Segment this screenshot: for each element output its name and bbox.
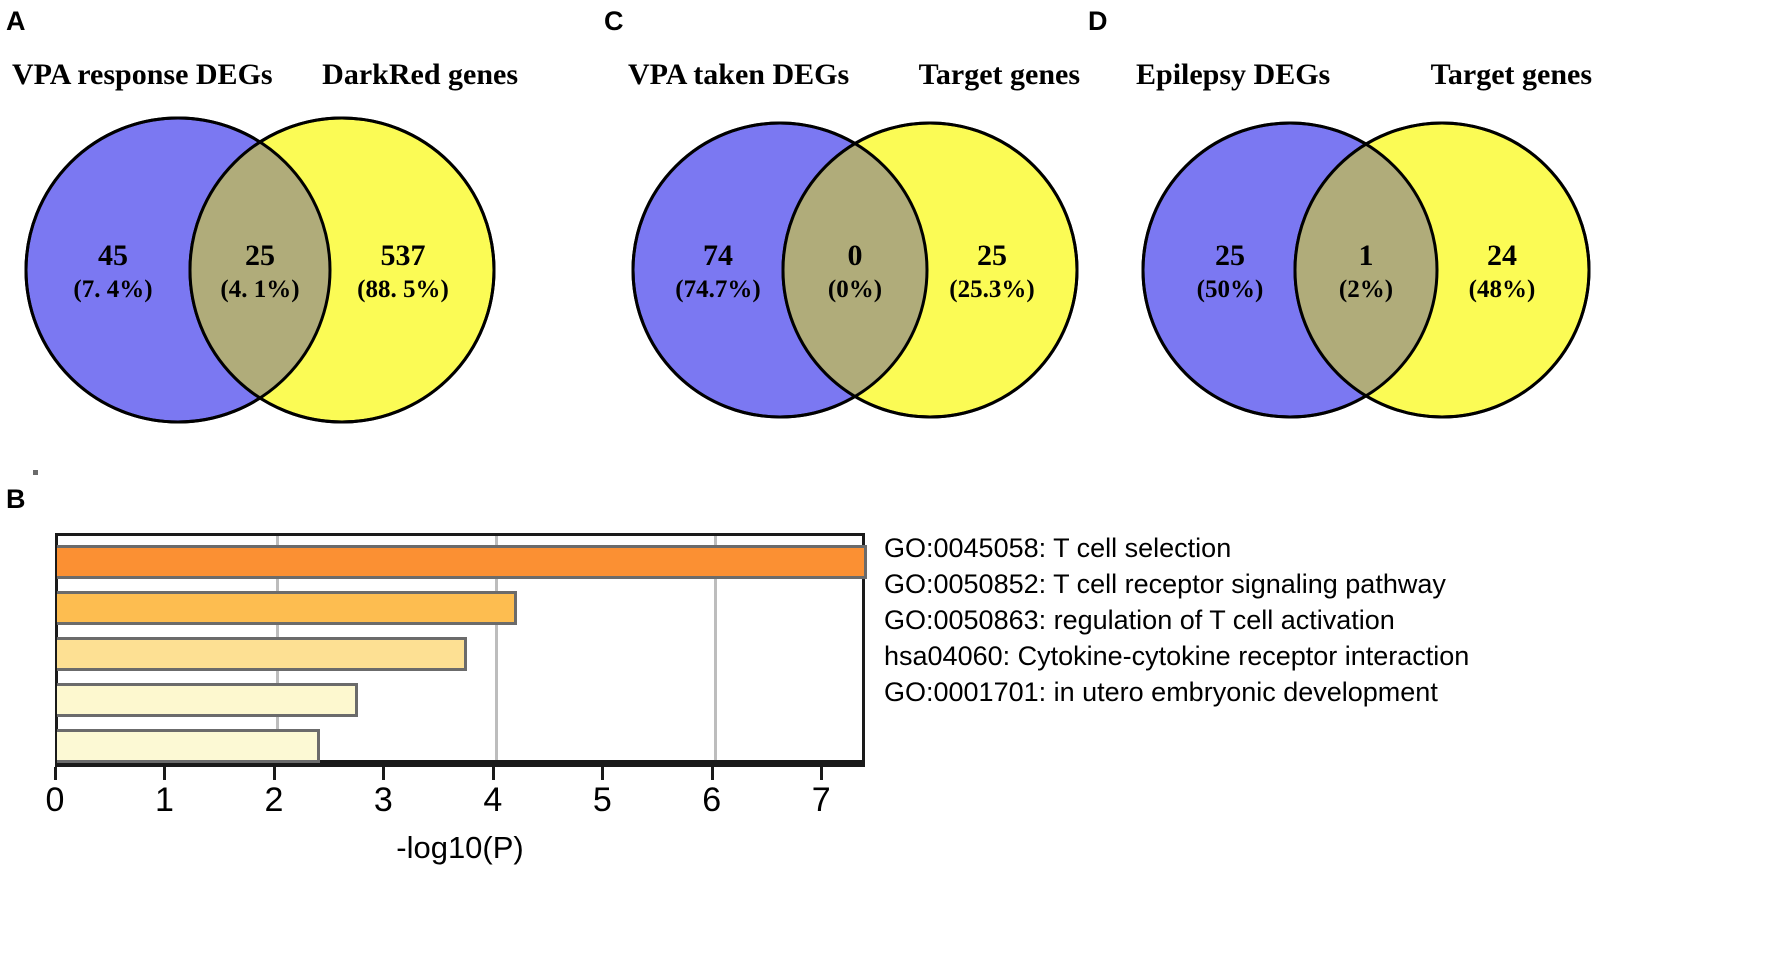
x-tick-label-5: 5 [592,781,612,819]
panel-d-left-count: 25 [1215,239,1245,272]
bar-row [57,545,867,579]
x-tick-label-7: 7 [811,781,831,819]
panel-c-left-pct: (74.7%) [675,276,760,303]
x-tick-5 [601,767,605,780]
x-tick-6 [710,767,714,780]
panel-d: D Epilepsy DEGs Target genes 25 (50%) 1 … [1088,0,1600,460]
bar-chart-plot-area [55,533,867,763]
x-tick-label-6: 6 [702,781,722,819]
panel-d-left-pct: (50%) [1197,276,1264,303]
panel-a-left-count: 45 [98,239,128,272]
x-tick-4 [491,767,495,780]
panel-c-right-outline [781,121,1079,419]
x-tick-7 [820,767,824,780]
panel-d-left-outline [1141,121,1439,419]
panel-a-venn-diagram: 45 (7. 4%) 25 (4. 1%) 537 (88. 5%) [24,116,496,424]
panel-c: C VPA taken DEGs Target genes 74 (74.7%)… [604,0,1090,460]
panel-b-letter: B [6,484,26,514]
panel-d-mid-pct: (2%) [1339,276,1393,303]
panel-a-left-outline [24,116,332,424]
go-term-label: GO:0050863: regulation of T cell activat… [884,604,1395,635]
panel-a-mid-pct: (4. 1%) [220,276,299,303]
bar-row [57,683,862,717]
panel-a-left-pct: (7. 4%) [73,276,152,303]
bar-row [57,637,862,671]
go-term-label: GO:0045058: T cell selection [884,532,1232,563]
panel-c-left-count: 74 [703,239,733,272]
bar-4[interactable] [57,729,320,763]
panel-d-venn-diagram: 25 (50%) 1 (2%) 24 (48%) [1141,121,1591,419]
panel-c-right-title: Target genes [918,58,1080,91]
panel-a-overlap-region [190,118,330,422]
panel-c-mid-pct: (0%) [828,276,882,303]
panel-a-mid-count: 25 [245,239,275,272]
panel-c-overlap-region [783,123,927,417]
panel-d-letter: D [1088,6,1108,36]
panel-b: B -log10(P) GO:0045058: T cell selection… [0,470,1772,960]
bar-2[interactable] [57,637,468,671]
x-tick-label-2: 2 [264,781,284,819]
panel-a: A VPA response DEGs DarkRed genes 45 (7.… [0,0,540,460]
panel-c-mid-count: 0 [848,239,863,272]
bar-1[interactable] [57,591,517,625]
panel-c-titles: VPA taken DEGs Target genes [628,58,1080,91]
x-tick-2 [272,767,276,780]
panel-a-right-count: 537 [381,239,426,272]
panel-c-venn-diagram: 74 (74.7%) 0 (0%) 25 (25.3%) [631,121,1079,419]
panel-d-right-title: Target genes [1430,58,1592,91]
go-term-label: hsa04060: Cytokine-cytokine receptor int… [884,640,1470,671]
panel-d-right-outline [1293,121,1591,419]
go-term-label: GO:0050852: T cell receptor signaling pa… [884,568,1446,599]
panel-c-left-outline [631,121,929,419]
panel-a-left-title: VPA response DEGs [12,58,273,91]
panel-d-left-title: Epilepsy DEGs [1136,58,1331,91]
panel-a-right-pct: (88. 5%) [357,276,449,303]
gridline-6 [713,536,717,760]
x-tick-label-3: 3 [373,781,393,819]
panel-d-titles: Epilepsy DEGs Target genes [1136,58,1592,91]
panel-d-overlap-region [1295,123,1437,417]
panel-a-letter: A [6,6,26,36]
panel-d-mid-count: 1 [1359,239,1374,272]
panel-c-right-count: 25 [977,239,1007,272]
bar-3[interactable] [57,683,358,717]
x-tick-0 [54,767,57,780]
x-tick-label-0: 0 [45,781,65,819]
go-term-label: GO:0001701: in utero embryonic developme… [884,676,1438,707]
panel-c-left-title: VPA taken DEGs [628,58,850,91]
stray-mark [33,470,38,475]
x-tick-label-4: 4 [483,781,503,819]
panel-a-right-outline [188,116,496,424]
x-tick-label-1: 1 [154,781,174,819]
panel-c-right-pct: (25.3%) [949,276,1034,303]
x-axis-line [55,763,865,767]
x-tick-1 [163,767,167,780]
gridline-4 [494,536,498,760]
panel-d-right-count: 24 [1487,239,1517,272]
bar-row [57,591,862,625]
panel-a-right-title: DarkRed genes [322,58,518,91]
x-tick-3 [382,767,386,780]
bar-0[interactable] [57,545,867,579]
x-axis-title: -log10(P) [396,830,524,865]
panel-c-letter: C [604,6,624,36]
panel-d-right-pct: (48%) [1469,276,1536,303]
panel-a-titles: VPA response DEGs DarkRed genes [12,58,518,91]
bar-row [57,729,862,763]
